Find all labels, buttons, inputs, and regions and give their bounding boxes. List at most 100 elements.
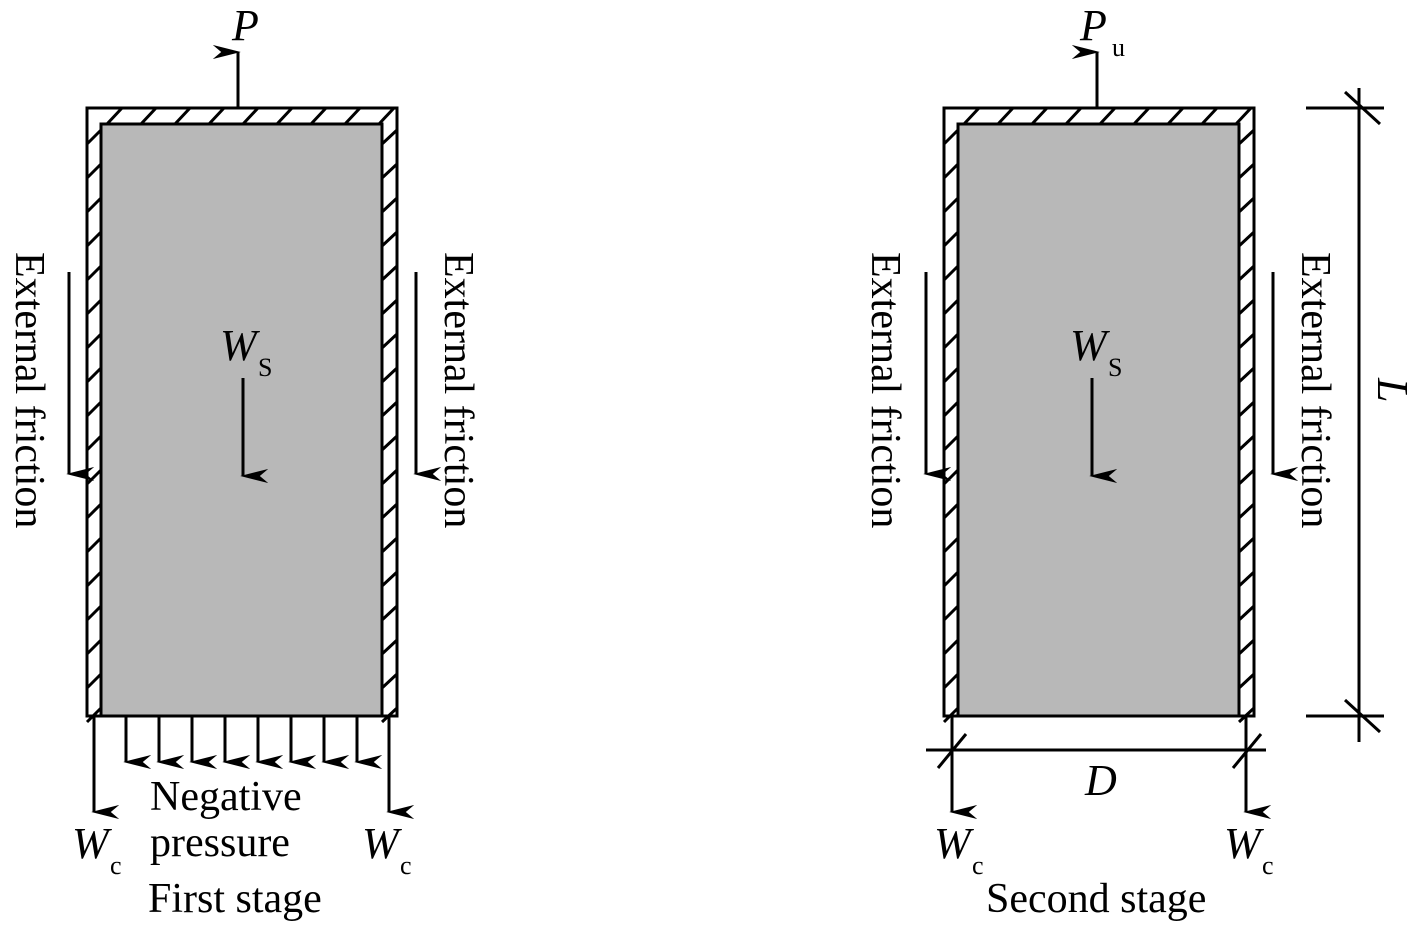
hatch-line — [380, 298, 399, 316]
hatch-line — [380, 434, 399, 452]
hatch-line — [942, 332, 960, 350]
hatch-line — [380, 604, 399, 622]
left-wall-weight-subscript: c — [110, 851, 122, 880]
hatch-line — [1200, 106, 1219, 126]
hatch-line — [309, 106, 328, 126]
hatch-line — [942, 672, 960, 690]
first-stage-diagram: P W S External friction External frictio… — [6, 1, 481, 922]
hatch-line — [85, 638, 103, 656]
hatch-line — [1237, 230, 1256, 248]
negative-pressure-arrows — [123, 716, 383, 769]
hatch-line — [380, 366, 399, 384]
hatch-line — [1237, 196, 1256, 214]
hatch-line — [380, 128, 399, 146]
right-wall-weight-subscript: c — [400, 851, 412, 880]
hatch-line — [139, 106, 158, 126]
self-weight-subscript: S — [258, 353, 272, 382]
length-dimension-label: L — [1368, 377, 1417, 402]
hatch-line — [85, 672, 103, 690]
pull-force-symbol: P — [1079, 1, 1107, 50]
soil-plug — [956, 122, 1241, 718]
pull-force-subscript: u — [1112, 33, 1125, 62]
hatch-line — [1132, 106, 1151, 126]
hatch-line — [1237, 706, 1256, 724]
hatch-line — [173, 106, 192, 126]
hatch-line — [942, 502, 960, 520]
hatch-line — [377, 106, 396, 126]
hatch-line — [85, 604, 103, 622]
hatch-line — [380, 332, 399, 350]
hatch-line — [380, 264, 399, 282]
hatch-line — [343, 106, 362, 126]
left-wall-weight-subscript: c — [972, 851, 984, 880]
hatch-line — [1237, 298, 1256, 316]
hatch-line — [1237, 162, 1256, 180]
left-friction-label: External friction — [6, 252, 52, 528]
hatch-line — [275, 106, 294, 126]
hatch-line — [1237, 366, 1256, 384]
hatch-line — [1237, 604, 1256, 622]
hatch-line — [380, 672, 399, 690]
hatch-line — [85, 570, 103, 588]
right-wall-weight-symbol: W — [1224, 819, 1264, 868]
hatch-line — [1064, 106, 1083, 126]
wall-hatching — [85, 106, 399, 724]
hatch-line — [942, 434, 960, 452]
hatch-line — [380, 162, 399, 180]
hatch-line — [380, 400, 399, 418]
hatch-line — [85, 162, 103, 180]
hatch-line — [1237, 434, 1256, 452]
hatch-line — [380, 196, 399, 214]
first-stage-caption: First stage — [148, 876, 322, 922]
hatch-line — [380, 230, 399, 248]
pull-force-label: P — [231, 1, 259, 50]
hatch-line — [1237, 332, 1256, 350]
wall-hatching — [942, 106, 1256, 724]
right-friction-label: External friction — [1292, 252, 1338, 528]
hatch-line — [996, 106, 1015, 126]
negative-pressure-label-line2: pressure — [150, 820, 290, 866]
hatch-line — [380, 706, 399, 724]
hatch-line — [85, 536, 103, 554]
hatch-line — [942, 706, 960, 724]
hatch-line — [85, 366, 103, 384]
hatch-line — [942, 400, 960, 418]
hatch-line — [942, 230, 960, 248]
self-weight-subscript: S — [1108, 353, 1122, 382]
hatch-line — [1237, 536, 1256, 554]
hatch-line — [1166, 106, 1185, 126]
hatch-line — [1237, 128, 1256, 146]
hatch-line — [85, 400, 103, 418]
hatch-line — [942, 536, 960, 554]
hatch-line — [241, 106, 260, 126]
hatch-line — [942, 638, 960, 656]
hatch-line — [962, 106, 981, 126]
hatch-line — [942, 604, 960, 622]
hatch-line — [380, 468, 399, 486]
hatch-line — [207, 106, 226, 126]
right-friction-label: External friction — [435, 252, 481, 528]
hatch-line — [380, 502, 399, 520]
hatch-line — [85, 706, 103, 724]
hatch-line — [942, 128, 960, 146]
hatch-line — [1098, 106, 1117, 126]
hatch-line — [942, 298, 960, 316]
diameter-dimension-label: D — [1084, 756, 1117, 805]
right-wall-weight-symbol: W — [362, 819, 402, 868]
hatch-line — [1237, 468, 1256, 486]
left-wall-weight-symbol: W — [934, 819, 974, 868]
hatch-line — [1237, 400, 1256, 418]
left-friction-label: External friction — [862, 252, 908, 528]
hatch-line — [85, 128, 103, 146]
second-stage-diagram: P u W S External friction External frict… — [862, 1, 1417, 922]
left-wall-weight-symbol: W — [72, 819, 112, 868]
hatch-line — [942, 366, 960, 384]
hatch-line — [1237, 264, 1256, 282]
second-stage-caption: Second stage — [986, 876, 1206, 922]
right-wall-weight-subscript: c — [1262, 851, 1274, 880]
hatch-line — [85, 230, 103, 248]
hatch-line — [942, 196, 960, 214]
hatch-line — [1237, 672, 1256, 690]
self-weight-symbol: W — [220, 321, 260, 370]
